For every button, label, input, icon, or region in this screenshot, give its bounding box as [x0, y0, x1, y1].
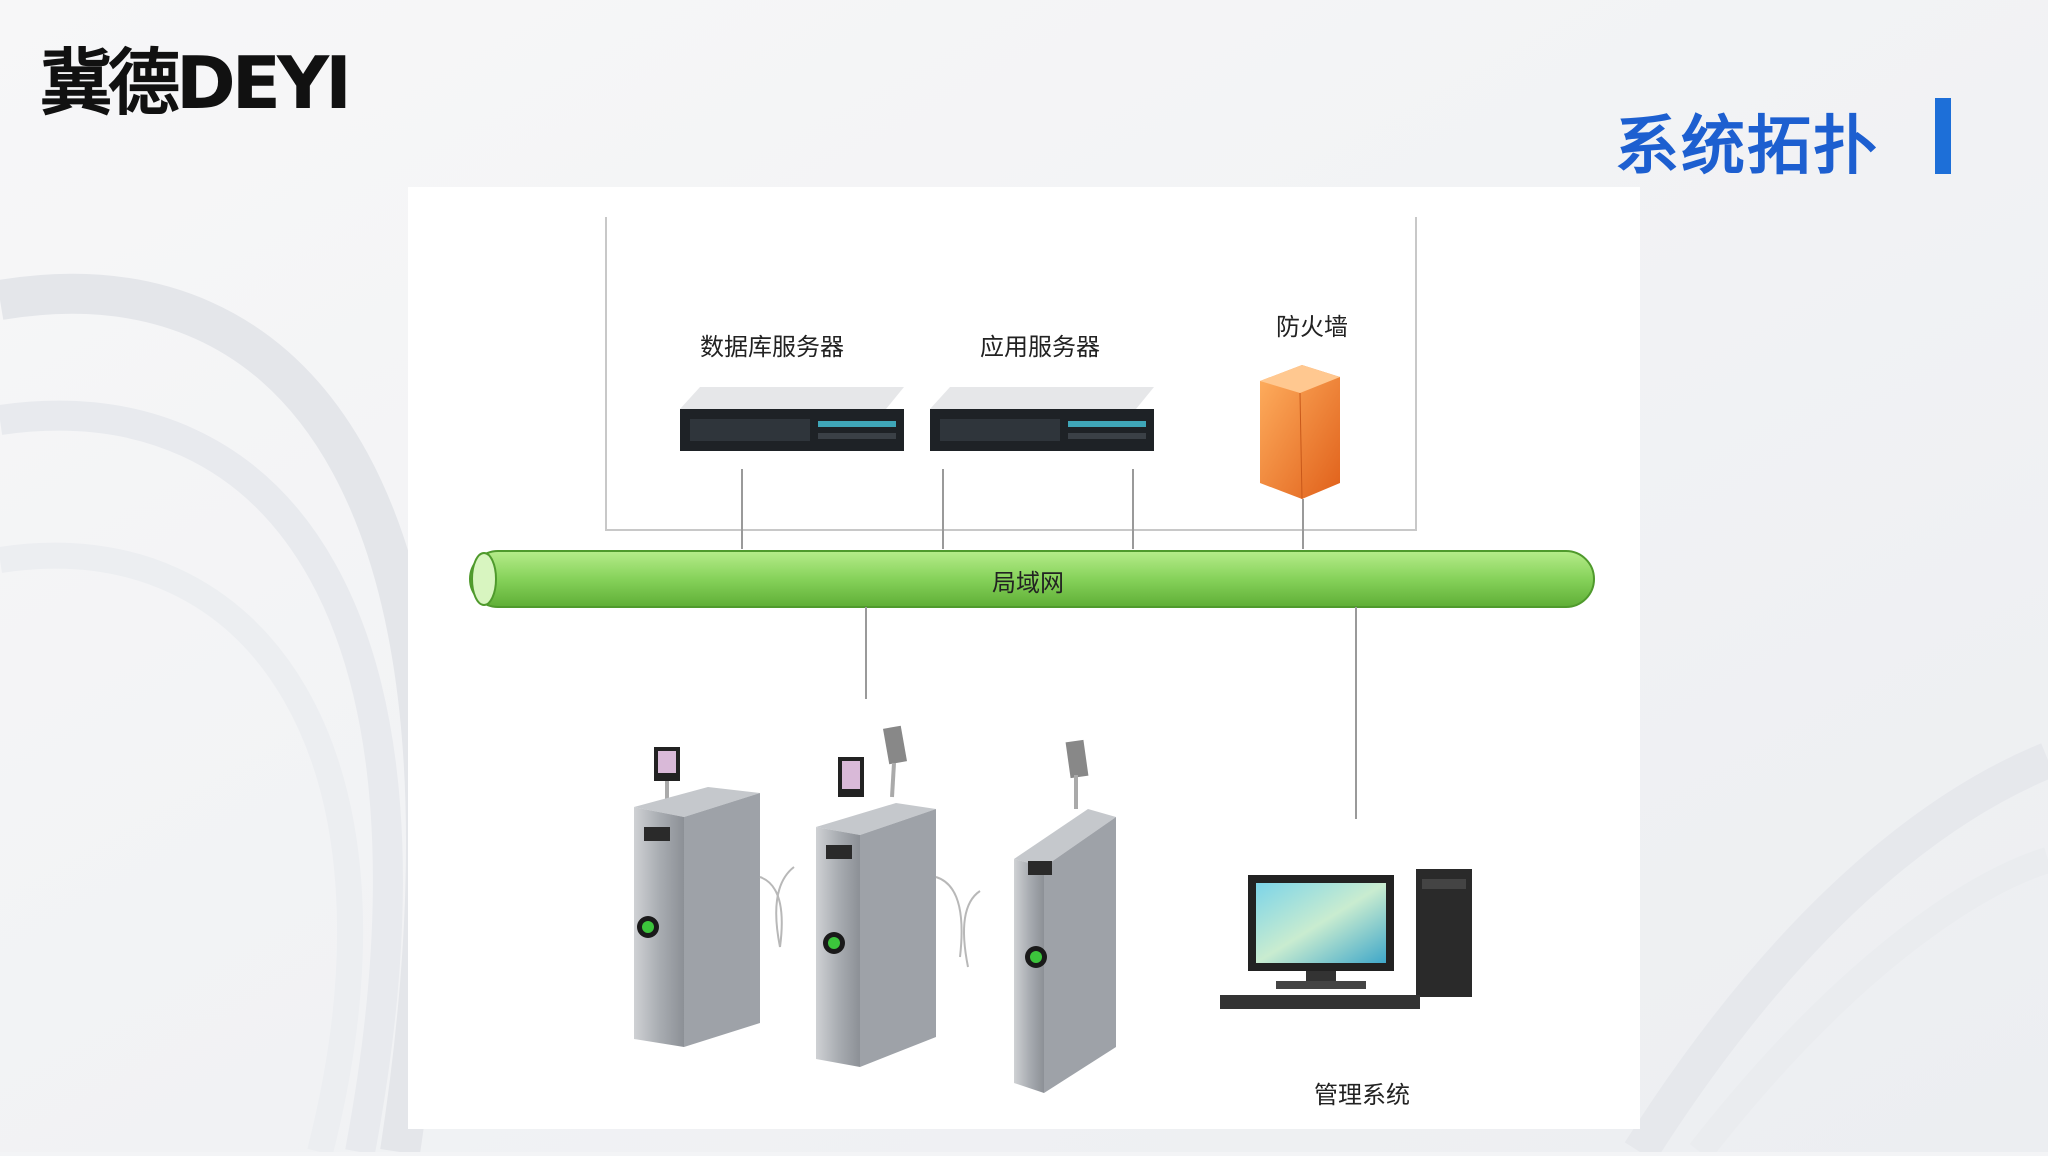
turnstile-icon	[634, 747, 783, 1047]
topology-diagram	[469, 217, 1595, 1093]
db-server-label: 数据库服务器	[700, 333, 844, 361]
turnstile-icon	[775, 725, 963, 1067]
mgmt-system-label: 管理系统	[1314, 1081, 1410, 1109]
firewall-icon	[1260, 365, 1340, 500]
database-server-icon	[680, 387, 904, 451]
application-server-icon	[930, 387, 1154, 451]
title-accent-bar	[1935, 98, 1951, 174]
topology-diagram-panel: 数据库服务器 应用服务器 防火墙 局域网 管理系统	[408, 187, 1640, 1129]
slide-title: 系统拓扑	[1615, 110, 1879, 184]
company-logo: 冀德DEYI	[40, 22, 500, 125]
desktop-computer-icon	[1220, 869, 1472, 1009]
logo-text: 冀德DEYI	[40, 41, 352, 125]
app-server-label: 应用服务器	[980, 333, 1100, 361]
firewall-label: 防火墙	[1276, 313, 1348, 341]
turnstile-icon	[963, 739, 1116, 1093]
server-zone-frame	[605, 217, 1417, 531]
lan-label: 局域网	[992, 569, 1064, 597]
lan-pipe	[469, 550, 1595, 608]
